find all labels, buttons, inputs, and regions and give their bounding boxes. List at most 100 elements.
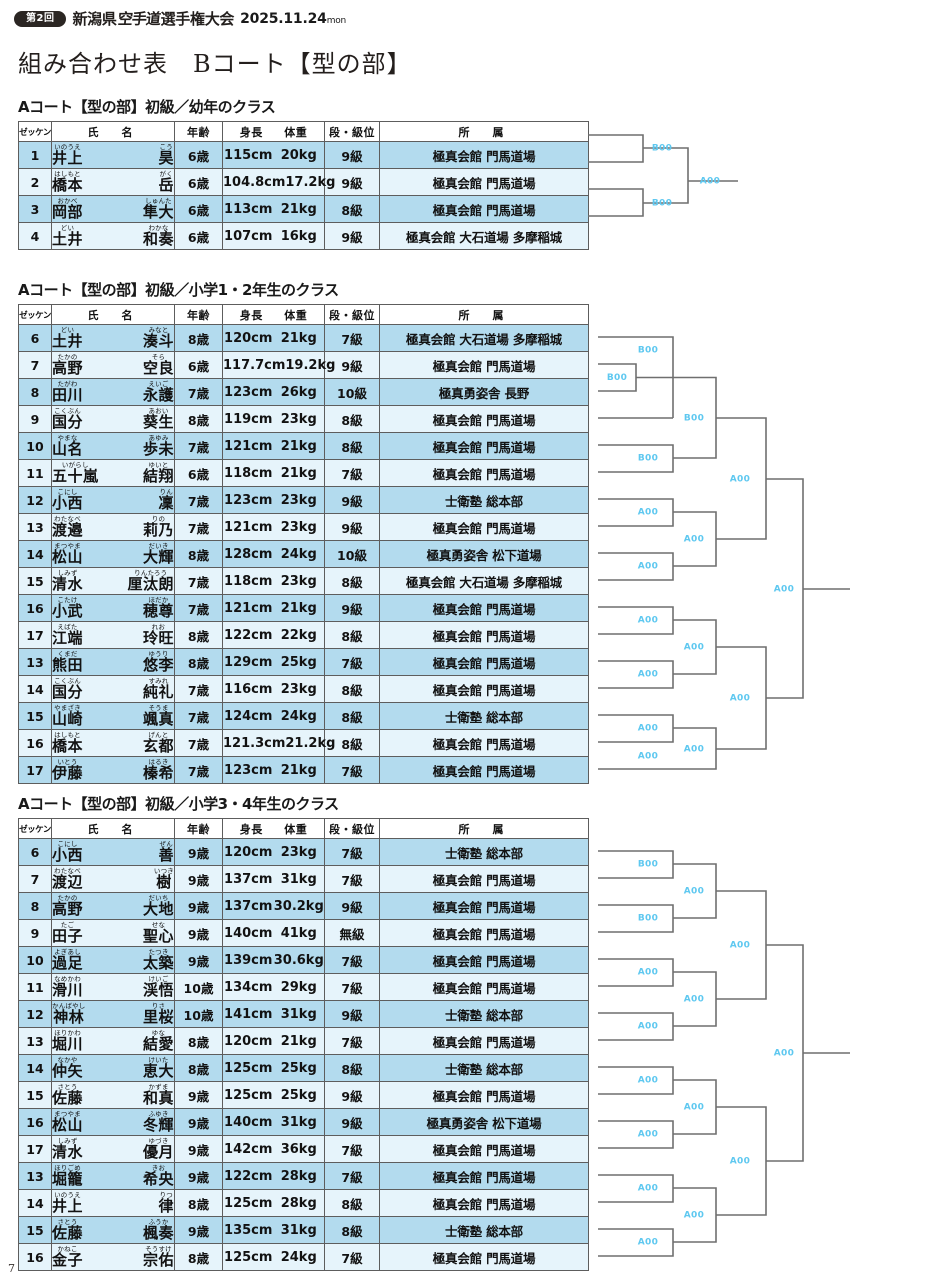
cell-affiliation: 極真会館 門馬道場: [379, 195, 589, 223]
cell-age: 7歳: [174, 594, 223, 622]
cell-age: 8歳: [174, 540, 223, 568]
name-given: 厘汰朗: [127, 575, 174, 594]
name-kana-given: そら: [151, 352, 166, 361]
name-kana-given: しゅんた: [145, 196, 172, 205]
bracket-label: A00: [638, 752, 658, 762]
col-header-rank: 段・級位: [324, 121, 380, 142]
cell-weight: 29kg: [280, 979, 317, 995]
col-header-weight: 体重: [284, 125, 308, 139]
name-kana-surname: たかの: [57, 352, 78, 361]
name-kana-given: たつき: [148, 947, 169, 956]
cell-weight: 25kg: [280, 1060, 317, 1076]
name-given: 空良: [142, 359, 174, 378]
bracket-label: A00: [684, 995, 704, 1005]
name-kana-surname: まつやま: [54, 541, 81, 550]
name-kana-given: いつき: [153, 866, 174, 875]
name-kana-given: けいご: [148, 974, 169, 983]
name-kana-given: ゆづき: [148, 1136, 169, 1145]
bracket-label: A00: [684, 745, 704, 755]
name-kana-surname: わたなべ: [54, 514, 81, 523]
bracket-label: A00: [638, 616, 658, 626]
cell-age: 8歳: [174, 405, 223, 433]
name-kana-surname: ほりかわ: [54, 1028, 81, 1037]
name-kana-surname: さとう: [57, 1082, 78, 1091]
name-kana-surname: しみず: [57, 1136, 78, 1145]
cell-weight: 31kg: [280, 1006, 317, 1022]
cell-affiliation: 士衛塾 総本部: [379, 1216, 589, 1244]
cell-rank: 10級: [324, 378, 380, 406]
bracket-label: B00: [684, 414, 704, 424]
name-surname: 堀川: [52, 1035, 84, 1054]
cell-height: 141cm: [224, 1006, 273, 1022]
name-kana-given: ゆいと: [148, 460, 169, 469]
cell-name: かんばやし神林りさ里桜: [51, 1000, 175, 1028]
event-date: 2025.11.24mon: [240, 11, 346, 27]
cell-bib: 17: [18, 621, 52, 649]
cell-bib: 16: [18, 1108, 52, 1136]
cell-age: 7歳: [174, 432, 223, 460]
name-surname: 岡部: [52, 203, 84, 222]
bracket-label: A00: [684, 887, 704, 897]
cell-bib: 8: [18, 892, 52, 920]
name-kana-given: りつ: [159, 1190, 173, 1199]
cell-bib: 6: [18, 324, 52, 352]
cell-name: はしもと橋本げんと玄都: [51, 729, 175, 757]
block-title: Aコート【型の部】初級／小学3・4年生のクラス: [18, 795, 339, 813]
cell-age: 9歳: [174, 1135, 223, 1163]
cell-rank: 7級: [324, 865, 380, 893]
name-kana-given: ゆな: [151, 1028, 166, 1037]
name-surname: 井上: [52, 149, 84, 168]
name-given: 榛希: [142, 764, 174, 783]
col-header-affiliation: 所 属: [379, 121, 589, 142]
cell-age: 7歳: [174, 567, 223, 595]
event-title-brush: 空手道: [116, 10, 161, 28]
cell-height: 120cm: [224, 844, 273, 860]
cell-height: 128cm: [224, 546, 273, 562]
cell-bib: 14: [18, 1189, 52, 1217]
name-surname: 佐藤: [52, 1224, 84, 1243]
cell-height: 122cm: [224, 1168, 273, 1184]
name-surname: 山名: [52, 440, 84, 459]
cell-height: 117.7cm: [223, 357, 286, 373]
cell-weight: 20kg: [280, 147, 317, 163]
name-kana-given: あおい: [148, 406, 169, 415]
cell-bib: 15: [18, 1081, 52, 1109]
cell-age: 8歳: [174, 1027, 223, 1055]
name-kana-surname: くまだ: [57, 649, 78, 658]
cell-name: なめかわ滑川けいご渓悟: [51, 973, 175, 1001]
cell-rank: 7級: [324, 1135, 380, 1163]
cell-weight: 28kg: [280, 1195, 317, 1211]
cell-height: 123cm: [224, 384, 273, 400]
cell-weight: 23kg: [280, 519, 317, 535]
cell-affiliation: 極真会館 大石道場 多摩稲城: [379, 222, 589, 250]
cell-height: 122cm: [224, 627, 273, 643]
bracket-label: A00: [774, 1049, 794, 1059]
cell-affiliation: 極真会館 門馬道場: [379, 1162, 589, 1190]
name-given: 宗佑: [142, 1251, 174, 1270]
name-kana-given: あゆみ: [148, 433, 169, 442]
cell-age: 7歳: [174, 675, 223, 703]
cell-height: 142cm: [224, 1141, 273, 1157]
cell-age: 9歳: [174, 1108, 223, 1136]
bracket-label: A00: [730, 941, 750, 951]
bracket-label: A00: [684, 535, 704, 545]
cell-rank: 8級: [324, 405, 380, 433]
bracket-label: A00: [638, 1022, 658, 1032]
cell-affiliation: 極真会館 門馬道場: [379, 729, 589, 757]
cell-bib: 10: [18, 432, 52, 460]
name-surname: 江端: [52, 629, 84, 648]
